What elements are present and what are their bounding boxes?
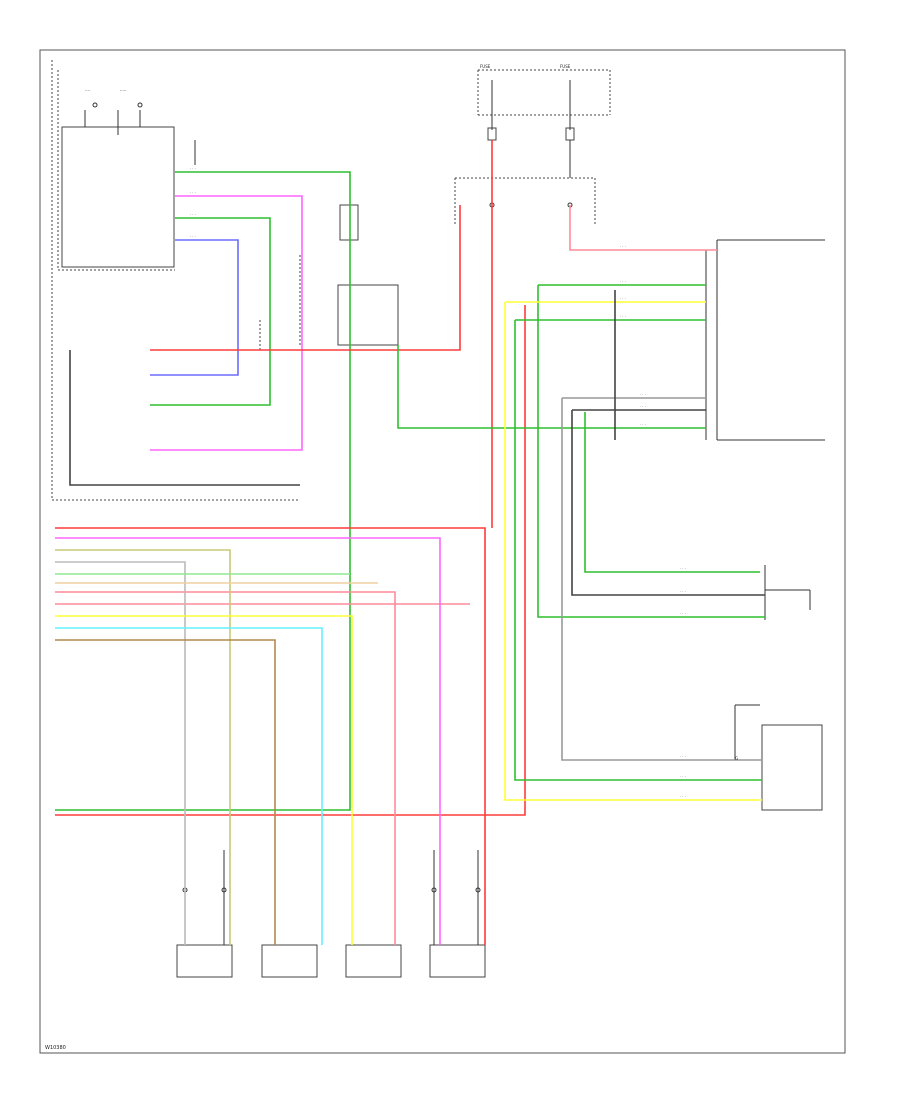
left-module-block: ···· ····· xyxy=(51,60,300,501)
wire-green-2 xyxy=(150,217,271,406)
wire-gray-3 xyxy=(561,398,762,761)
svg-text:· · ·: · · · xyxy=(680,567,686,571)
wires xyxy=(55,140,765,945)
splice-pack xyxy=(259,195,399,350)
wire-pink-2 xyxy=(55,591,396,945)
module-label-1: ···· xyxy=(85,88,90,93)
wire-pink-1 xyxy=(569,205,717,251)
wire-red-3 xyxy=(55,305,526,816)
svg-text:· · ·: · · · xyxy=(680,612,686,616)
wire-magenta xyxy=(150,195,303,451)
svg-text:· · ·: · · · xyxy=(640,405,646,409)
svg-text:· · ·: · · · xyxy=(640,393,646,397)
wire-red-2 xyxy=(55,527,486,945)
svg-text:· · ·: · · · xyxy=(680,590,686,594)
sensor-1 xyxy=(176,944,233,978)
wire-green-6 xyxy=(537,285,765,618)
wire-red-1 xyxy=(150,205,461,351)
right-lower-module xyxy=(734,704,823,811)
passenger-sensor-module xyxy=(764,565,811,620)
sensor-4 xyxy=(429,944,486,978)
wire-green-3 xyxy=(397,345,706,429)
svg-text:· · ·: · · · xyxy=(680,775,686,779)
wire-brown xyxy=(55,639,276,945)
right-control-module xyxy=(705,239,825,441)
ground-label: G xyxy=(735,756,738,761)
svg-text:· · ·: · · · xyxy=(620,315,626,319)
svg-text:· · ·: · · · xyxy=(680,795,686,799)
svg-text:· · ·: · · · xyxy=(620,280,626,284)
wire-green-1 xyxy=(55,171,351,811)
wire-gray-1 xyxy=(55,561,186,945)
wire-magenta-2 xyxy=(55,537,441,945)
module-label-2: ····· xyxy=(120,88,126,93)
wire-yellow-1 xyxy=(55,615,353,945)
wire-green-8 xyxy=(514,320,762,781)
diagram-frame xyxy=(39,49,846,1054)
svg-text:· · ·: · · · xyxy=(190,213,196,217)
bottom-sensors xyxy=(176,850,486,978)
wire-green-4 xyxy=(584,412,760,573)
fuse-block-top: FUSE FUSE xyxy=(454,64,611,225)
diagram-code: W10380 xyxy=(45,1045,66,1051)
wire-olive xyxy=(55,549,231,945)
wire-black-3 xyxy=(69,350,300,486)
svg-text:· · ·: · · · xyxy=(190,235,196,239)
wire-blue xyxy=(150,239,239,376)
svg-text:· · ·: · · · xyxy=(190,191,196,195)
sensor-3 xyxy=(345,944,402,978)
wire-yellow-3 xyxy=(504,302,762,801)
sensor-2 xyxy=(261,944,318,978)
fuse-left-label: FUSE xyxy=(480,64,491,69)
fuse-right-label: FUSE xyxy=(560,64,571,69)
svg-text:· · ·: · · · xyxy=(620,297,626,301)
wire-black-2 xyxy=(571,410,765,596)
svg-text:· · ·: · · · xyxy=(640,423,646,427)
svg-text:· · ·: · · · xyxy=(620,245,626,249)
svg-text:· · ·: · · · xyxy=(680,755,686,759)
svg-text:· · ·: · · · xyxy=(190,167,196,171)
wire-labels: · · · · · · · · · · · · · · · · · · · · … xyxy=(190,167,738,799)
wire-cyan xyxy=(55,627,323,945)
